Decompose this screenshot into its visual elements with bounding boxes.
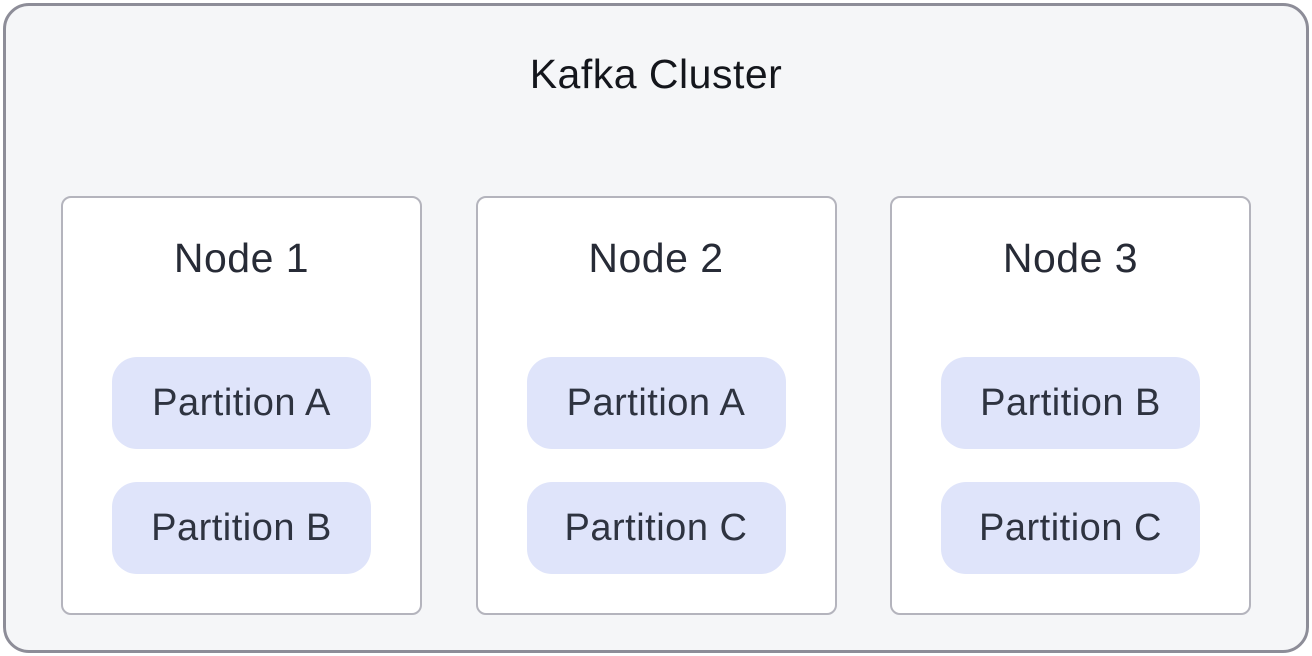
partitions-list: Partition A Partition C bbox=[526, 357, 786, 575]
node-title: Node 3 bbox=[1002, 235, 1139, 281]
partition-pill: Partition B bbox=[941, 357, 1200, 450]
partitions-list: Partition A Partition B bbox=[112, 357, 371, 575]
cluster-title: Kafka Cluster bbox=[529, 51, 783, 97]
nodes-row: Node 1 Partition A Partition B Node 2 Pa… bbox=[6, 196, 1306, 615]
node-card-2: Node 2 Partition A Partition C bbox=[475, 196, 837, 615]
node-card-1: Node 1 Partition A Partition B bbox=[61, 196, 422, 615]
partition-pill: Partition C bbox=[526, 482, 786, 575]
partition-pill: Partition B bbox=[112, 482, 371, 575]
node-title: Node 1 bbox=[173, 235, 310, 281]
node-card-3: Node 3 Partition B Partition C bbox=[890, 196, 1251, 615]
partitions-list: Partition B Partition C bbox=[941, 357, 1200, 575]
node-title: Node 2 bbox=[588, 235, 724, 281]
partition-pill: Partition A bbox=[112, 357, 371, 450]
partition-pill: Partition A bbox=[526, 357, 786, 450]
kafka-cluster-container: Kafka Cluster Node 1 Partition A Partiti… bbox=[3, 3, 1309, 653]
partition-pill: Partition C bbox=[941, 482, 1200, 575]
